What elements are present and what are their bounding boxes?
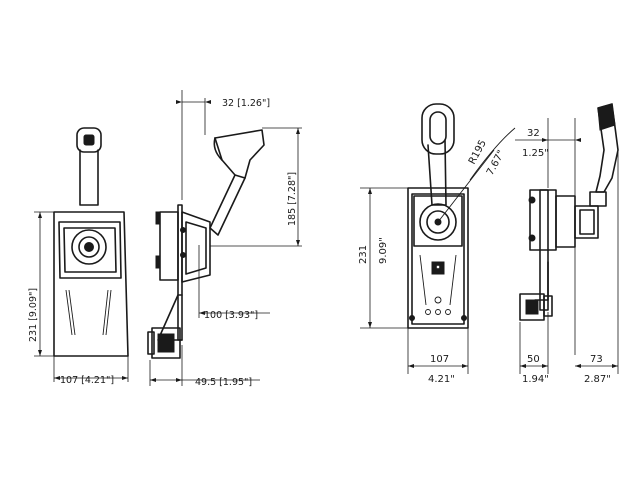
dim-label-lever-reach: 100 [3.93"] — [204, 310, 258, 321]
dim-label-width: 107 [4.21"] — [60, 375, 114, 386]
dimension-depth-49-5 — [149, 345, 260, 386]
left-front-view — [53, 127, 129, 357]
dimension-lever-185 — [210, 127, 302, 247]
dim-label-offset-top: 32 [1.26"] — [222, 98, 270, 109]
dimension-width-107-right — [407, 328, 469, 374]
dimension-depth-50-right — [519, 312, 549, 374]
dimension-width-107 — [53, 356, 129, 382]
dimension-height-231 — [34, 211, 54, 357]
dim-label-radius-mm: R195 — [467, 138, 489, 166]
left-side-view — [147, 129, 265, 359]
dim-label-offset-mm: 32 — [527, 128, 540, 139]
dimension-reach-100 — [198, 245, 270, 318]
dim-label-depth: 49.5 [1.95"] — [195, 377, 252, 388]
right-front-view — [407, 103, 516, 329]
dimension-height-231-right — [360, 187, 408, 329]
dim-label-depth-mm: 50 — [527, 354, 540, 365]
dim-label-height-in: 9.09" — [378, 237, 389, 264]
dim-label-offset-in: 1.25" — [522, 148, 549, 159]
dimension-offset-32-right — [515, 118, 581, 355]
dimension-lever-73-right — [575, 150, 619, 374]
dim-label-height: 231 [9.09"] — [28, 288, 39, 342]
dim-label-depth-in: 1.94" — [522, 374, 549, 385]
dim-label-lever-in: 2.87" — [584, 374, 611, 385]
dim-label-height-mm: 231 — [358, 245, 369, 264]
dim-label-lever-height: 185 [7.28"] — [287, 172, 298, 226]
dim-label-width-in: 4.21" — [428, 374, 455, 385]
dimension-offset-32-left — [176, 90, 211, 200]
dim-label-width-mm: 107 — [430, 354, 449, 365]
dim-label-lever-mm: 73 — [590, 354, 603, 365]
dim-label-radius-in: 7.67" — [485, 149, 507, 178]
